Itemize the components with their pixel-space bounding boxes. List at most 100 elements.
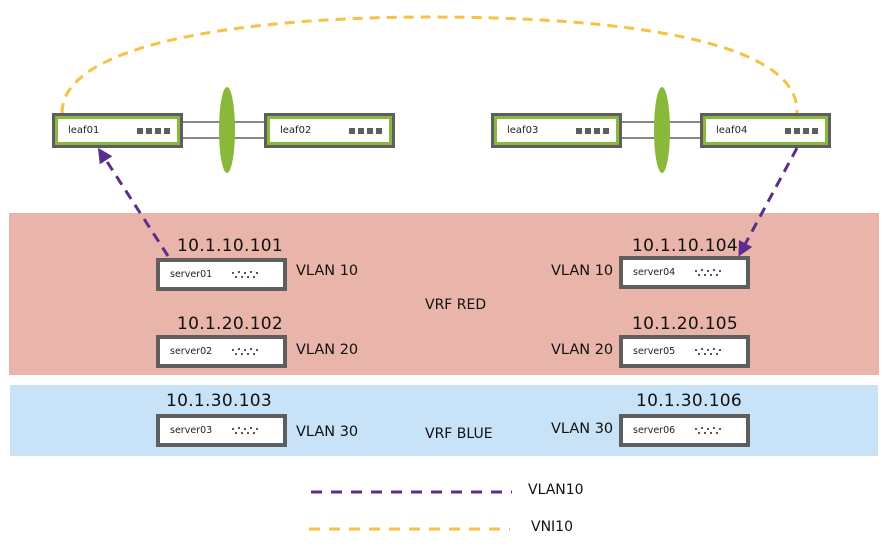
server-server01[interactable]: server01: [156, 258, 287, 291]
port-dot: [704, 431, 706, 434]
ip-label-server04: 10.1.10.104: [632, 236, 739, 256]
switch-ports-icon: [137, 127, 170, 134]
port-dot: [238, 270, 240, 273]
vlan-label-server02: VLAN 20: [296, 342, 359, 358]
port-dot: [232, 271, 234, 274]
port-dot: [247, 431, 249, 434]
port-dot: [701, 347, 703, 350]
vni10-path[interactable]: [60, 15, 799, 114]
port-dot: [716, 431, 718, 434]
port-dot: [716, 273, 718, 276]
port-dot: [716, 352, 718, 355]
port-dot: [256, 427, 258, 430]
port-dot: [698, 352, 700, 355]
port-dot: [247, 352, 249, 355]
port-dot: [719, 427, 721, 430]
vlan-label-server03: VLAN 30: [296, 424, 359, 440]
server-server02[interactable]: server02: [156, 335, 287, 368]
port-dot: [701, 268, 703, 271]
port-dot: [250, 270, 252, 273]
server-server06[interactable]: server06: [619, 414, 750, 447]
server-ports-icon: [695, 426, 725, 435]
port-dot: [235, 352, 237, 355]
server-label: server03: [170, 425, 213, 436]
server-ports-icon: [695, 268, 725, 277]
switch-face: leaf02: [267, 116, 392, 145]
mlag-bond-icon: [219, 87, 235, 173]
mlag-links-leaf03-leaf04: [622, 121, 700, 139]
vlan-label-server01: VLAN 10: [296, 263, 359, 279]
port-dot: [235, 431, 237, 434]
leaf-switch-leaf01[interactable]: leaf01: [52, 113, 183, 148]
port-dot: [247, 275, 249, 278]
vlan-label-server05: VLAN 20: [551, 342, 614, 358]
server-ports-icon: [232, 270, 262, 279]
server-ports-icon: [232, 347, 262, 356]
switch-label: leaf03: [507, 125, 539, 136]
switch-ports-icon: [576, 127, 609, 134]
port-dot: [256, 348, 258, 351]
vrf-label-blue: VRF BLUE: [425, 426, 493, 442]
vlan10-path-server01-leaf01[interactable]: [97, 147, 170, 257]
port-dot: [695, 427, 697, 430]
vlan10-path-leaf04-server04[interactable]: [738, 147, 799, 257]
port-dot: [244, 271, 246, 274]
ip-label-server06: 10.1.30.106: [636, 391, 743, 411]
port-dot: [253, 275, 255, 278]
port-dot: [695, 348, 697, 351]
port-dot: [713, 268, 715, 271]
port-dot: [235, 275, 237, 278]
ip-label-server05: 10.1.20.105: [632, 314, 739, 334]
port-dot: [241, 352, 243, 355]
port-dot: [701, 426, 703, 429]
server-label: server06: [633, 425, 676, 436]
port-dot: [719, 269, 721, 272]
port-dot: [695, 269, 697, 272]
port-dot: [253, 352, 255, 355]
server-label: server02: [170, 346, 213, 357]
port-dot: [710, 431, 712, 434]
port-dot: [713, 347, 715, 350]
port-dot: [238, 347, 240, 350]
mlag-bond-icon: [654, 87, 670, 173]
port-dot: [707, 348, 709, 351]
switch-ports-icon: [785, 127, 818, 134]
port-dot: [250, 426, 252, 429]
leaf-switch-leaf02[interactable]: leaf02: [264, 113, 395, 148]
server-label: server01: [170, 269, 213, 280]
switch-face: leaf01: [55, 116, 180, 145]
port-dot: [698, 273, 700, 276]
port-dot: [232, 348, 234, 351]
vlan-label-server06: VLAN 30: [551, 421, 614, 437]
port-dot: [707, 427, 709, 430]
server-ports-icon: [232, 426, 262, 435]
vlan-label-server04: VLAN 10: [551, 263, 614, 279]
ip-label-server03: 10.1.30.103: [166, 391, 273, 411]
port-dot: [698, 431, 700, 434]
leaf-switch-leaf03[interactable]: leaf03: [491, 113, 622, 148]
switch-face: leaf04: [703, 116, 828, 145]
switch-label: leaf01: [68, 125, 100, 136]
port-dot: [253, 431, 255, 434]
ip-label-server02: 10.1.20.102: [177, 314, 284, 334]
server-server03[interactable]: server03: [156, 414, 287, 447]
port-dot: [232, 427, 234, 430]
leaf-switch-leaf04[interactable]: leaf04: [700, 113, 831, 148]
port-dot: [241, 431, 243, 434]
server-server05[interactable]: server05: [619, 335, 750, 368]
legend-label-vlan10: VLAN10: [528, 482, 584, 498]
mlag-links-leaf01-leaf02: [183, 121, 264, 139]
server-server04[interactable]: server04: [619, 256, 750, 289]
port-dot: [241, 275, 243, 278]
port-dot: [256, 271, 258, 274]
port-dot: [238, 426, 240, 429]
port-dot: [244, 348, 246, 351]
port-dot: [704, 352, 706, 355]
server-ports-icon: [695, 347, 725, 356]
switch-ports-icon: [349, 127, 382, 134]
server-label: server04: [633, 267, 676, 278]
port-dot: [713, 426, 715, 429]
vrf-label-red: VRF RED: [425, 297, 487, 313]
server-label: server05: [633, 346, 676, 357]
switch-face: leaf03: [494, 116, 619, 145]
